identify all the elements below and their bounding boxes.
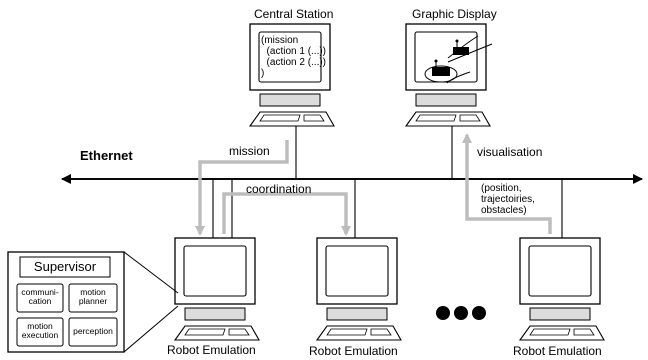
mission-script-line-2: (action 1 (...)) xyxy=(261,46,327,57)
robot-emulation-computer-2 xyxy=(316,237,402,341)
supervisor-zoom-line-top xyxy=(123,251,179,294)
visualisation-flow-arrow xyxy=(462,133,552,234)
central-station-title: Central Station xyxy=(254,7,334,21)
supervisor-panel xyxy=(7,251,125,353)
visualisation-data: (position, trajectoiries, obstacles) xyxy=(481,183,535,216)
vis-data-line-3: obstacles) xyxy=(481,205,527,216)
mission-script-line-1: (mission xyxy=(261,35,299,46)
coordination-label: coordination xyxy=(246,182,312,196)
module-communication-line-1: communi- xyxy=(21,287,59,297)
module-perception-line-1: perception xyxy=(73,326,113,336)
vis-data-line-2: trajectoiries, xyxy=(481,194,535,205)
graphic-display-title: Graphic Display xyxy=(412,7,497,21)
module-motion-planner: motion planner xyxy=(69,288,117,306)
module-motion-planner-line-2: planner xyxy=(78,296,108,306)
module-motion-execution: motion execution xyxy=(17,322,63,340)
supervisor-title: Supervisor xyxy=(33,259,97,274)
robot-emulation-computer-1 xyxy=(174,237,260,341)
robot-emulation-label-2: Robot Emulation xyxy=(309,344,398,358)
module-motion-execution-line-2: execution xyxy=(21,330,59,340)
visualisation-label: visualisation xyxy=(477,145,543,159)
more-robots-ellipsis xyxy=(436,306,486,320)
module-motion-execution-line-1: motion xyxy=(27,321,53,331)
mission-script: (mission (action 1 (...)) (action 2 (...… xyxy=(261,35,326,79)
supervisor-zoom-line-bottom xyxy=(123,305,179,353)
mission-flow-arrow xyxy=(195,140,289,236)
module-motion-planner-line-1: motion xyxy=(80,287,106,297)
mission-script-line-4: ) xyxy=(261,68,265,79)
ethernet-label: Ethernet xyxy=(80,148,133,163)
module-communication-line-2: cation xyxy=(28,296,52,306)
robot-emulation-label-3: Robot Emulation xyxy=(513,344,602,358)
mission-label: mission xyxy=(229,144,270,158)
display-robot-scene xyxy=(424,35,493,84)
mission-script-line-3: (action 2 (...)) xyxy=(261,57,327,68)
module-communication: communi- cation xyxy=(17,288,63,306)
robot-emulation-label-1: Robot Emulation xyxy=(167,343,256,357)
vis-data-line-1: (position, xyxy=(481,183,522,194)
coordination-flow-arrow xyxy=(222,192,351,236)
robot-emulation-computer-3 xyxy=(519,237,605,341)
module-perception: perception xyxy=(69,327,117,336)
